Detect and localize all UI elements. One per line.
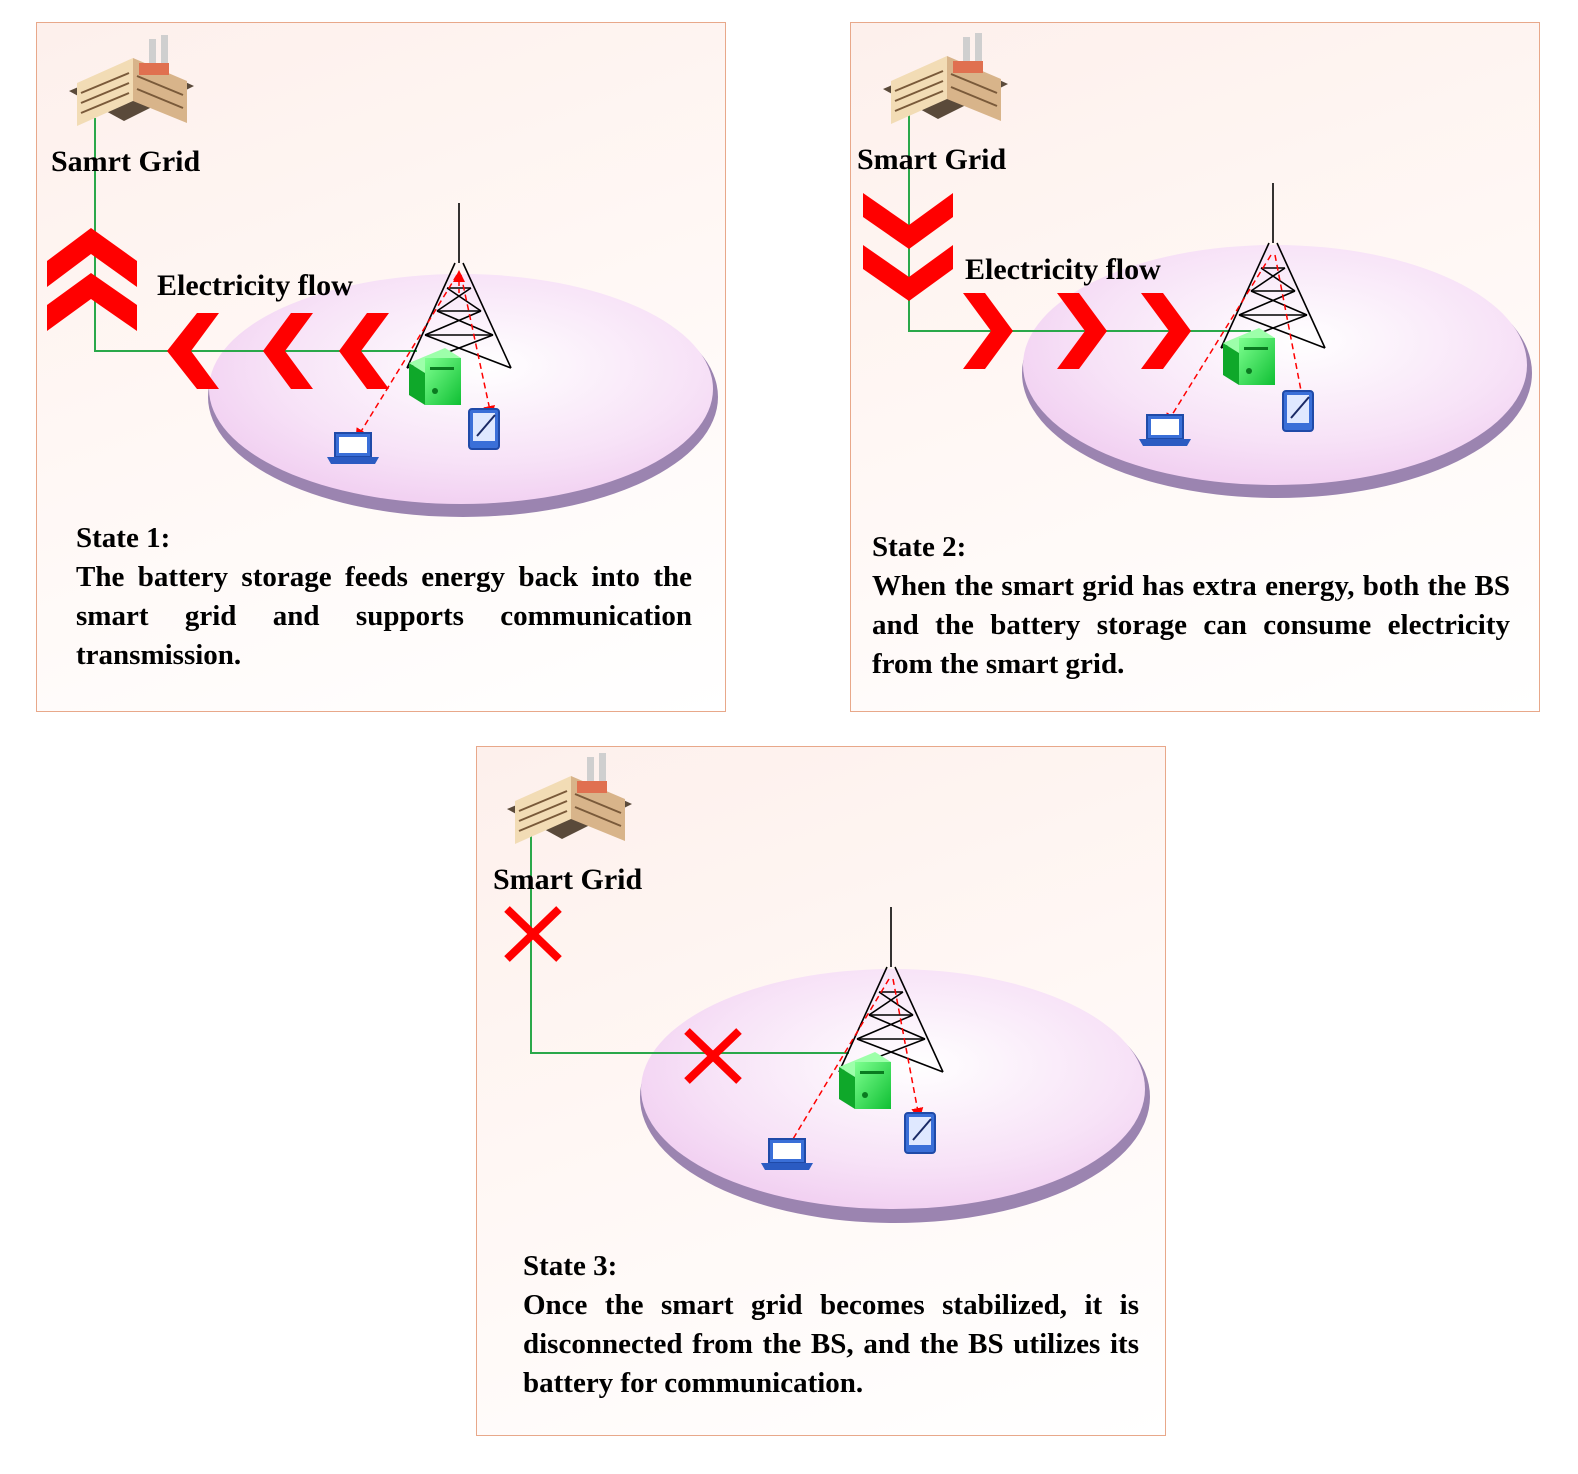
state-title: State 3: (523, 1250, 618, 1282)
tower-icon (838, 907, 944, 1073)
power-line (94, 118, 417, 352)
tablet-icon (468, 408, 500, 450)
state-description: State 3: Once the smart grid becomes sta… (523, 1247, 1139, 1403)
state-1-diagram (47, 35, 718, 517)
grid-label: Smart Grid (493, 863, 643, 896)
state-desc: The battery storage feeds energy back in… (76, 561, 692, 671)
cross-icon (684, 1028, 742, 1084)
chevron-icon (47, 228, 137, 331)
battery-icon (409, 348, 461, 405)
grid-label: Smart Grid (857, 143, 1007, 176)
state-title: State 1: (76, 522, 171, 554)
flow-label: Electricity flow (157, 269, 353, 302)
tablet-icon (904, 1112, 936, 1154)
factory-icon (883, 33, 1008, 124)
laptop-icon (1139, 414, 1191, 446)
cross-icon (504, 906, 562, 962)
state-description: State 2: When the smart grid has extra e… (872, 528, 1510, 684)
factory-icon (69, 35, 194, 126)
state-1-panel: Samrt Grid Electricity flow State 1: The… (36, 22, 726, 712)
power-line (908, 113, 1251, 332)
flow-label: Electricity flow (965, 253, 1161, 286)
state-3-diagram (504, 753, 1150, 1223)
laptop-icon (761, 1138, 813, 1170)
chevron-icon (167, 313, 389, 389)
state-title: State 2: (872, 531, 967, 563)
factory-icon (507, 753, 632, 844)
chevron-icon (963, 293, 1191, 369)
battery-icon (839, 1052, 891, 1109)
state-description: State 1: The battery storage feeds energ… (76, 519, 692, 675)
state-desc: Once the smart grid becomes stabilized, … (523, 1289, 1139, 1399)
state-2-diagram (863, 33, 1532, 498)
state-desc: When the smart grid has extra energy, bo… (872, 570, 1510, 680)
power-line (530, 807, 849, 1054)
state-3-panel: Smart Grid State 3: Once the smart grid … (476, 746, 1166, 1436)
chevron-icon (863, 193, 953, 301)
tablet-icon (1282, 390, 1314, 432)
state-2-panel: Smart Grid Electricity flow State 2: Whe… (850, 22, 1540, 712)
laptop-icon (327, 432, 379, 464)
tower-icon (406, 203, 512, 369)
grid-label: Samrt Grid (51, 145, 201, 178)
battery-icon (1223, 328, 1275, 385)
